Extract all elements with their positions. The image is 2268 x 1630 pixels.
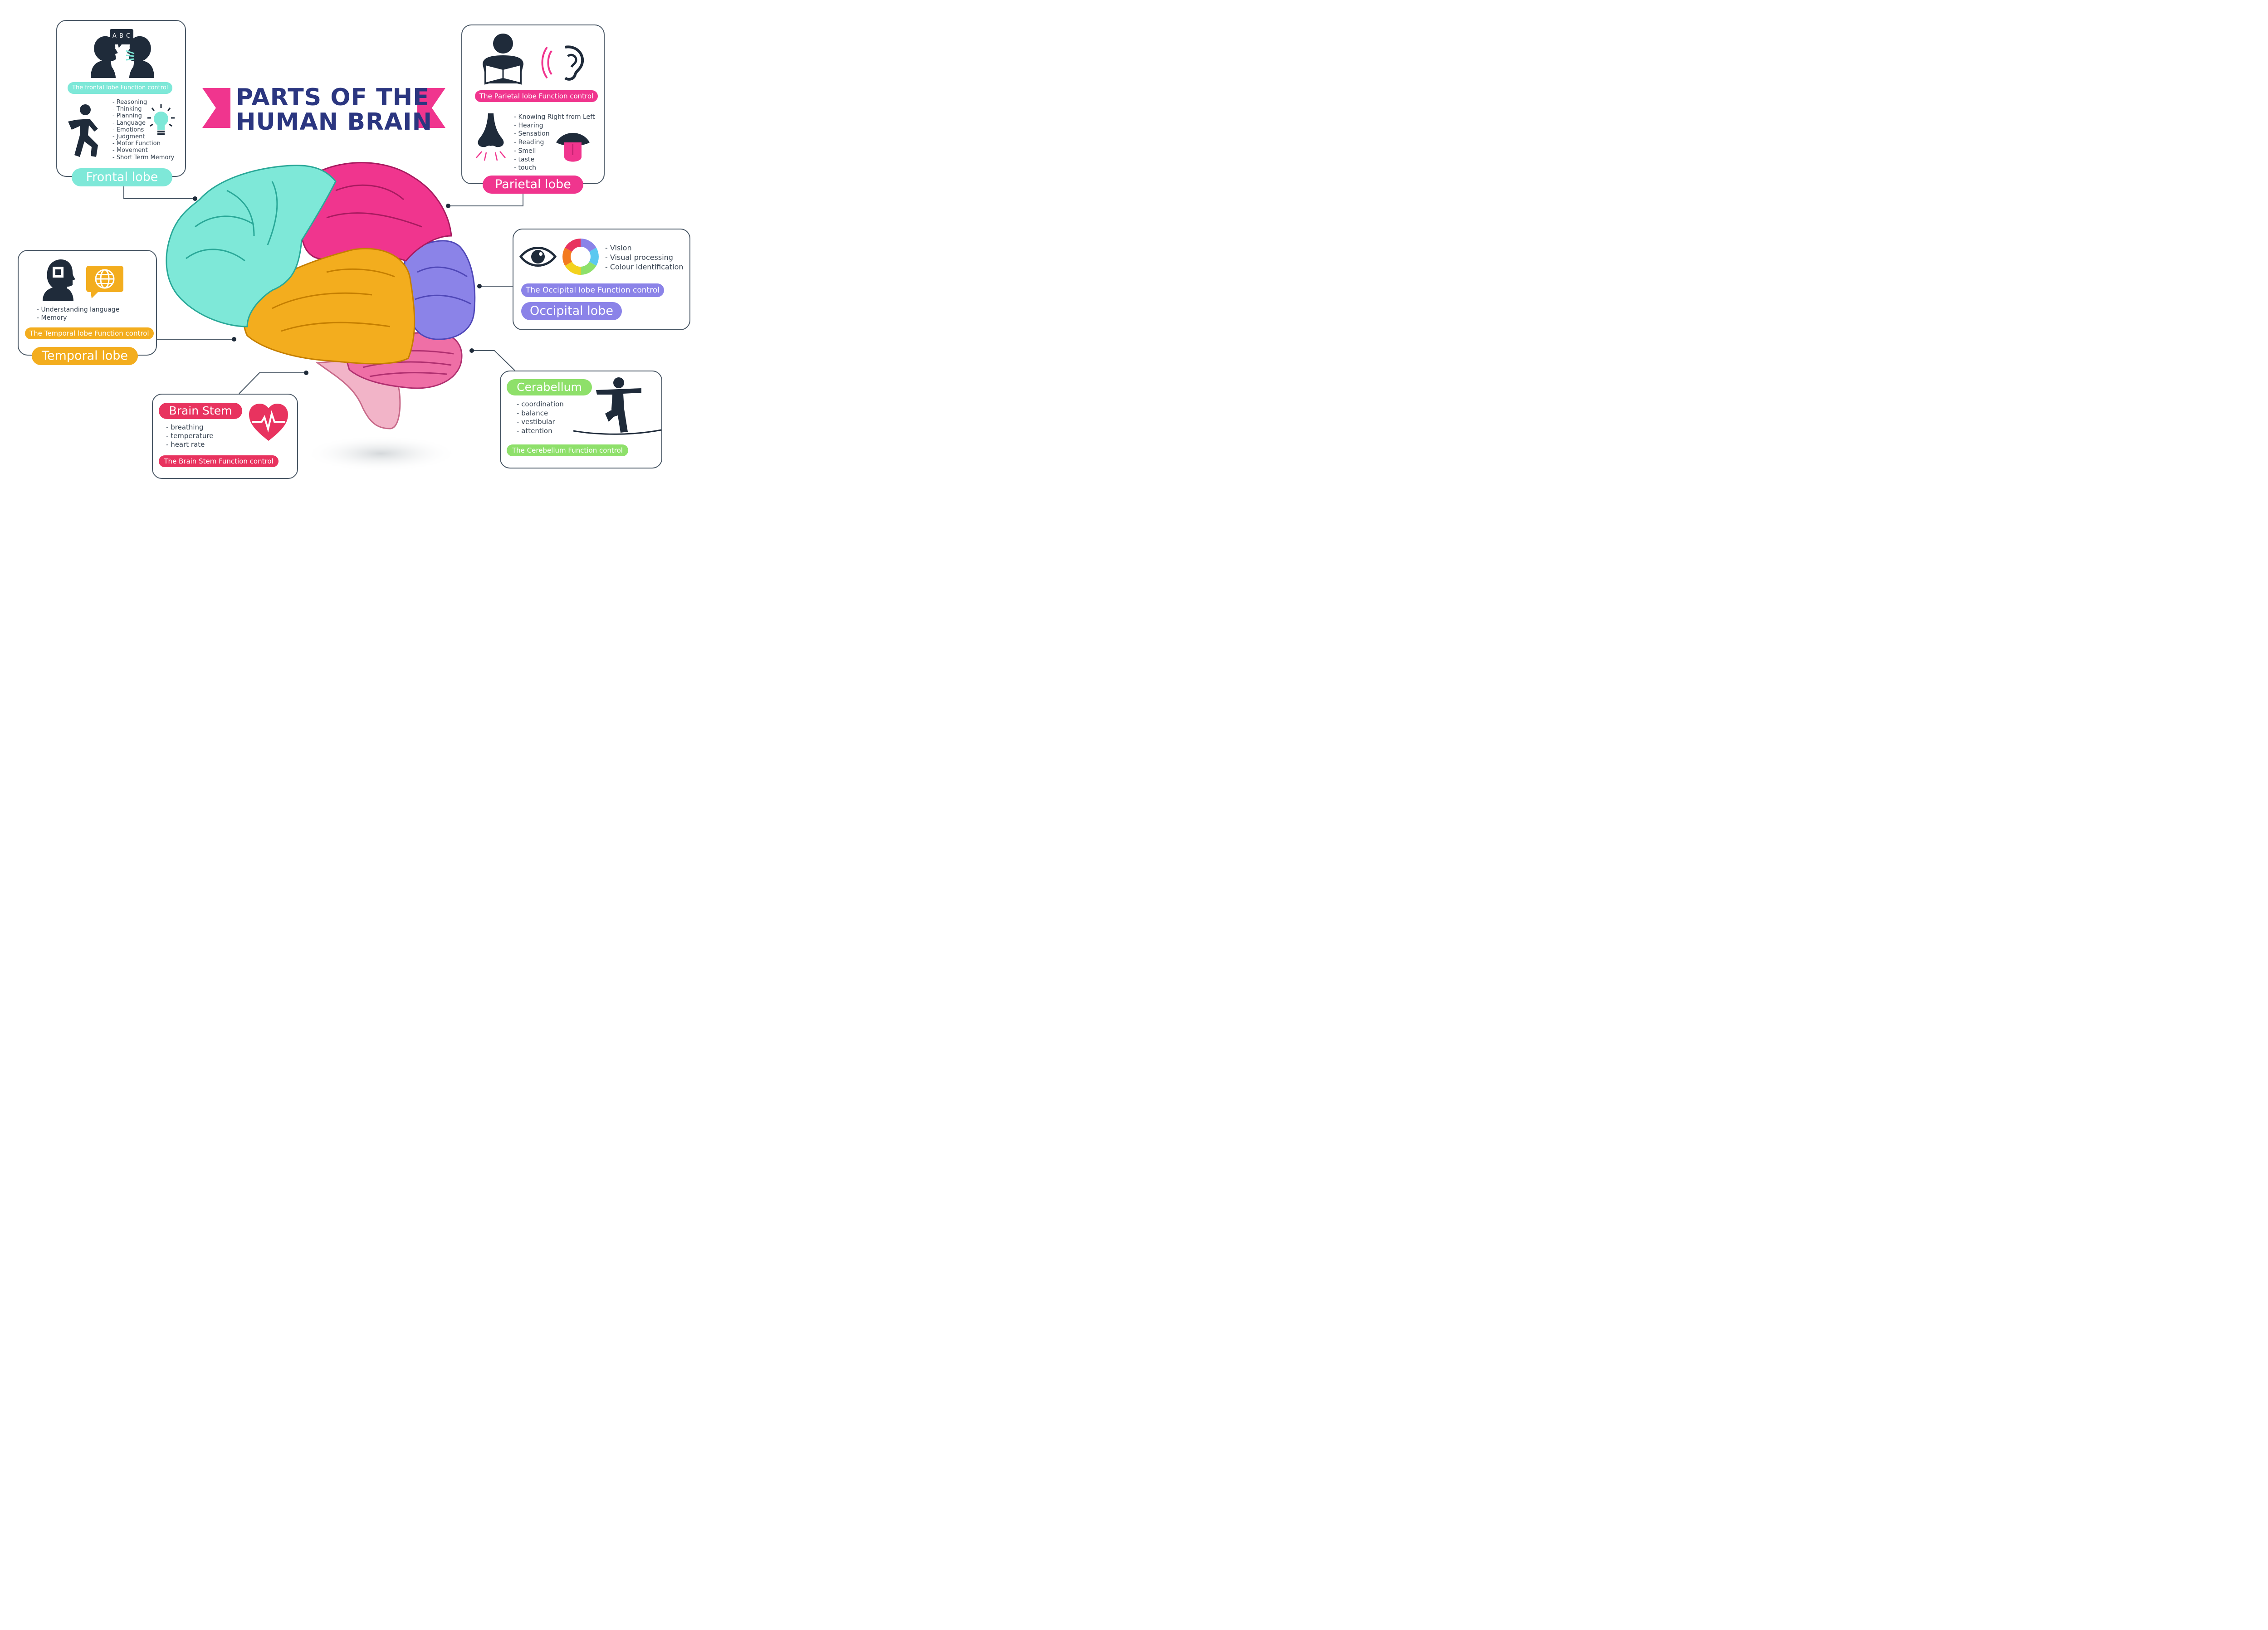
list-item: Understanding language	[37, 306, 120, 314]
occipital-function-list: Vision Visual processing Colour identifi…	[605, 243, 684, 272]
balance-person-icon	[573, 377, 662, 435]
page-title-line2: HUMAN BRAIN	[236, 108, 433, 136]
list-item: Sensation	[514, 130, 595, 138]
list-item: Vision	[605, 243, 684, 253]
cerebellum-label: Cerabellum	[507, 379, 592, 395]
cerebellum-function-label: The Cerebellum Function control	[507, 444, 628, 456]
list-item: Language	[112, 120, 174, 127]
temporal-function-label: The Temporal lobe Function control	[25, 327, 154, 339]
list-item: Motor Function	[112, 140, 174, 147]
speech-bubble-letters: A B C	[112, 33, 131, 39]
connector-lines	[123, 186, 523, 394]
parietal-connector	[448, 193, 523, 206]
globe-chat-icon	[86, 266, 123, 298]
list-item: Visual processing	[605, 253, 684, 262]
parietal-lobe-label: Parietal lobe	[483, 176, 583, 194]
list-item: Colour identification	[605, 262, 684, 272]
parietal-connector-dot	[446, 204, 450, 208]
brain-shadow	[304, 435, 458, 472]
list-item: touch	[514, 164, 595, 172]
temporal-lobe-label: Temporal lobe	[32, 347, 138, 365]
frontal-lobe-label: Frontal lobe	[72, 168, 172, 186]
eye-icon	[519, 247, 557, 267]
parietal-function-list: Knowing Right from Left Hearing Sensatio…	[514, 113, 595, 172]
list-item: temperature	[166, 432, 213, 440]
parietal-function-label: The Parietal lobe Function control	[475, 90, 598, 102]
brain-infographic: PARTS OF THE HUMAN BRAIN A B C The front…	[0, 0, 704, 503]
temporal-function-list: Understanding language Memory	[37, 306, 120, 322]
color-wheel-icon	[562, 239, 599, 275]
list-item: Reading	[514, 138, 595, 147]
list-item: Short Term Memory	[112, 154, 175, 161]
list-item: Smell	[514, 147, 595, 156]
reading-person-icon	[483, 34, 523, 85]
list-item: balance	[517, 409, 564, 418]
list-item: Hearing	[514, 122, 595, 130]
frontal-function-list: Reasoning Thinking Planning Language Emo…	[112, 99, 175, 161]
brainstem-function-list: breathing temperature heart rate	[166, 423, 213, 449]
brainstem-connector-dot	[304, 371, 308, 375]
lightbulb-icon	[147, 104, 175, 135]
list-item: Emotions	[112, 127, 174, 133]
frontal-connector-dot	[193, 196, 197, 201]
brainstem-connector	[239, 372, 306, 394]
brain-illustration	[166, 162, 476, 472]
occipital-function-label: The Occipital lobe Function control	[521, 283, 664, 297]
list-item: Reasoning	[112, 99, 174, 106]
list-item: Judgment	[112, 133, 174, 140]
page-title-line1: PARTS OF THE	[236, 84, 430, 111]
tongue-icon	[556, 133, 590, 162]
temporal-connector-dot	[232, 337, 236, 342]
frontal-connector	[123, 186, 195, 199]
brainstem-label: Brain Stem	[159, 403, 242, 419]
occipital-lobe-label: Occipital lobe	[521, 302, 622, 320]
list-item: attention	[517, 427, 564, 436]
list-item: Memory	[37, 314, 119, 322]
occipital-connector-dot	[477, 284, 482, 288]
frontal-region	[166, 165, 337, 327]
list-item: vestibular	[517, 418, 564, 427]
cerebellum-connector-dot	[469, 348, 474, 353]
frontal-function-label: The frontal lobe Function control	[68, 82, 173, 94]
head-memory-icon	[43, 259, 75, 301]
ear-icon	[541, 45, 584, 81]
list-item: breathing	[166, 423, 213, 432]
brainstem-function-label: The Brain Stem Function control	[159, 455, 279, 467]
cerebellum-connector	[472, 350, 515, 371]
list-item: heart rate	[166, 440, 213, 449]
temporal-folds	[272, 268, 395, 332]
talking-heads-icon	[91, 29, 154, 78]
heartbeat-icon	[249, 404, 288, 441]
running-person-icon	[68, 104, 98, 157]
frontal-folds	[186, 181, 278, 262]
list-item: Movement	[112, 147, 174, 154]
title-ribbon-left	[202, 88, 230, 128]
list-item: Knowing Right from Left	[514, 113, 595, 122]
nose-icon	[476, 113, 506, 161]
title-ribbon-right	[417, 88, 445, 128]
cerebellum-function-list: coordination balance vestibular attentio…	[517, 400, 564, 435]
occipital-folds	[415, 266, 471, 305]
list-item: coordination	[517, 400, 564, 409]
list-item: Thinking	[112, 106, 174, 112]
list-item: taste	[514, 156, 595, 164]
parietal-folds	[326, 184, 422, 228]
list-item: Planning	[112, 112, 174, 119]
